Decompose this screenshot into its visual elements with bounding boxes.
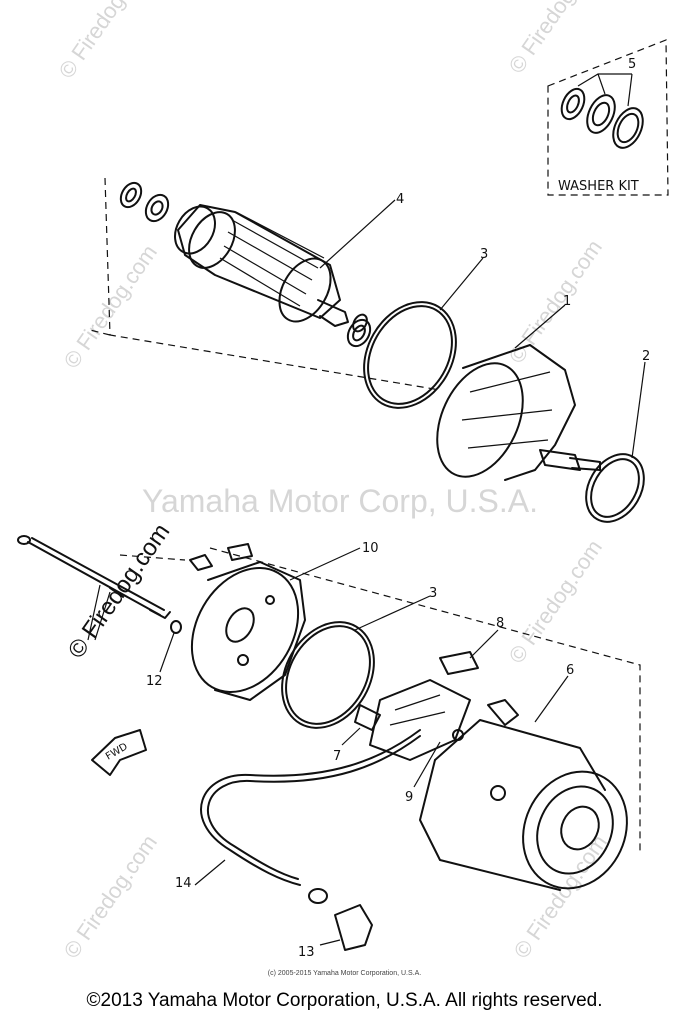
washer-kit-box: 5 WASHER KIT <box>547 39 669 196</box>
watermark-brand-large: © Firedog.com <box>63 519 176 664</box>
label-part-1: 1 <box>563 294 571 309</box>
label-part-4: 4 <box>396 192 404 207</box>
label-part-12: 12 <box>146 674 163 689</box>
watermark-brand-2: © Firedog.com <box>504 0 607 78</box>
footer-copyright: ©2013 Yamaha Motor Corporation, U.S.A. A… <box>86 990 603 1011</box>
fwd-arrow: FWD <box>91 729 147 776</box>
label-part-8: 8 <box>496 616 504 631</box>
label-part-10: 10 <box>362 541 379 556</box>
small-copyright: (c) 2005-2015 Yamaha Motor Corporation, … <box>267 970 422 977</box>
end-cover-part-10: 10 <box>189 541 379 701</box>
cable-part-14: 14 <box>175 729 421 904</box>
boot-part-13: 13 <box>298 904 373 960</box>
label-part-13: 13 <box>298 945 315 960</box>
label-part-3-lower: 3 <box>429 586 437 601</box>
through-bolt: 12 <box>17 535 182 689</box>
label-part-3-upper: 3 <box>480 247 488 262</box>
ring-part-2: 2 <box>585 349 650 523</box>
o-ring-part-3-lower: 3 <box>281 586 437 729</box>
center-watermark: Yamaha Motor Corp, U.S.A. <box>142 483 538 519</box>
label-part-9: 9 <box>405 790 413 805</box>
front-housing-part-6: 6 <box>419 663 628 891</box>
armature-part-4: 4 <box>174 192 404 348</box>
watermark-layer: Yamaha Motor Corp, U.S.A. © Firedog.com … <box>54 0 612 963</box>
washer-kit-label: WASHER KIT <box>558 179 639 194</box>
label-part-14: 14 <box>175 876 192 891</box>
watermark-brand-6: © Firedog.com <box>59 830 162 963</box>
o-ring-part-3-upper: 3 <box>363 247 488 409</box>
upper-washers <box>119 181 170 223</box>
watermark-brand-1: © Firedog.com <box>54 0 157 83</box>
watermark-brand-5: © Firedog.com <box>504 535 607 668</box>
label-part-6: 6 <box>566 663 574 678</box>
label-part-2: 2 <box>642 349 650 364</box>
label-part-5: 5 <box>628 57 636 72</box>
label-part-7: 7 <box>333 749 341 764</box>
yoke-part-1: 1 <box>436 294 601 481</box>
brush-holder-assembly: 7 8 9 <box>333 616 504 805</box>
watermark-brand-3: © Firedog.com <box>59 240 162 373</box>
